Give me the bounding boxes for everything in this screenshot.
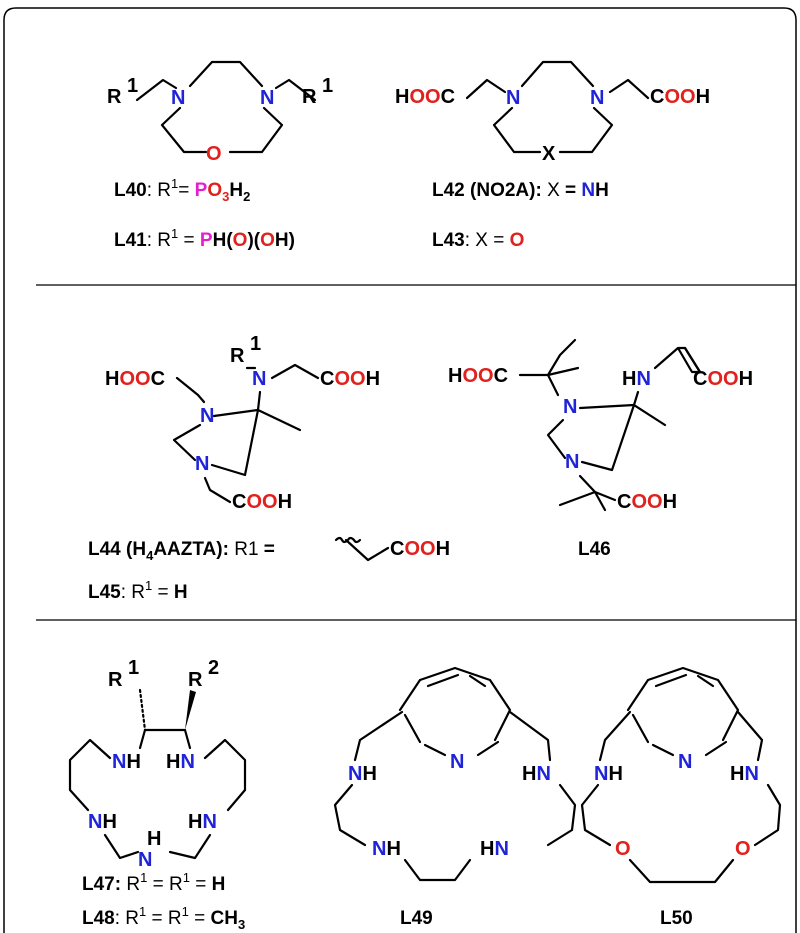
- cooh-top-left: HOOC: [105, 368, 165, 390]
- atom-n: N: [678, 751, 692, 773]
- atom-n: N: [260, 87, 274, 109]
- atom-nh-bottom: N: [138, 849, 152, 871]
- atom-n: N: [195, 453, 209, 475]
- atom-r-sup: 1: [127, 75, 138, 97]
- label-l49: L49: [400, 908, 433, 929]
- atom-nh: NH: [112, 751, 141, 773]
- atom-o: O: [735, 838, 751, 860]
- atom-r: R: [188, 669, 203, 691]
- structure-l47-l48: R 1 R 2 NH HN NH HN N H: [68, 657, 247, 871]
- structure-l46: HOOC N HN COOH N COOH: [448, 338, 753, 513]
- substituent-squiggle-chain: [334, 536, 390, 562]
- label-l40: L40: R1= PO3H2: [114, 176, 250, 204]
- atom-x: X: [542, 143, 556, 165]
- atom-n: N: [590, 87, 604, 109]
- atom-r: R: [302, 86, 317, 108]
- label-l43: L43: X = O: [432, 230, 524, 251]
- atom-n: N: [506, 87, 520, 109]
- label-l41: L41: R1 = PH(O)(OH): [114, 226, 295, 251]
- atom-r: R: [107, 86, 122, 108]
- structure-l40-l41: R 1 N N R 1 O: [107, 60, 333, 165]
- structure-l49: N NH HN NH HN: [333, 666, 577, 882]
- label-l42: L42 (NO2A): X = NH: [432, 180, 609, 201]
- atom-hn: HN: [522, 763, 551, 785]
- label-l44: L44 (H4AAZTA): R1 =: [88, 539, 275, 563]
- cooh-left: HOOC: [395, 86, 455, 108]
- atom-r: R: [108, 669, 123, 691]
- cooh-right: COOH: [650, 86, 710, 108]
- atom-hn: HN: [188, 811, 217, 833]
- atom-r-sup: 1: [250, 333, 261, 355]
- atom-hn: HN: [730, 763, 759, 785]
- label-l45: L45: R1 = H: [88, 578, 188, 603]
- atom-hn: HN: [622, 368, 651, 390]
- structure-l50: N NH HN O O: [580, 666, 782, 884]
- atom-nh: NH: [594, 763, 623, 785]
- atom-hn: HN: [166, 751, 195, 773]
- cooh-label: COOH: [390, 538, 450, 560]
- cooh-bottom: COOH: [617, 491, 677, 513]
- atom-r: R: [230, 345, 245, 367]
- atom-r-sup: 2: [208, 657, 219, 679]
- atom-o: O: [615, 838, 631, 860]
- figure-frame: [3, 7, 797, 933]
- cooh-bottom: COOH: [232, 491, 292, 513]
- atom-hn: HN: [480, 838, 509, 860]
- atom-n: N: [565, 451, 579, 473]
- cooh-top-right: COOH: [320, 368, 380, 390]
- structure-l44-l45: HOOC R 1 N COOH N N COOH: [105, 333, 380, 513]
- label-l46: L46: [578, 539, 611, 560]
- atom-nh: NH: [372, 838, 401, 860]
- atom-o: O: [206, 143, 222, 165]
- label-l50: L50: [660, 908, 693, 929]
- cooh-top-left: HOOC: [448, 365, 508, 387]
- cooh-top-right: COOH: [693, 368, 753, 390]
- label-l48: L48: R1 = R1 = CH3: [82, 904, 245, 932]
- structure-l42-l43: HOOC N N X COOH: [395, 60, 710, 165]
- atom-n: N: [450, 751, 464, 773]
- atom-h: H: [147, 828, 161, 850]
- atom-n: N: [200, 405, 214, 427]
- atom-nh: NH: [348, 763, 377, 785]
- atom-n: N: [563, 396, 577, 418]
- label-l47: L47: R1 = R1 = H: [82, 870, 225, 895]
- atom-r-sup: 1: [322, 75, 333, 97]
- atom-r-sup: 1: [128, 657, 139, 679]
- atom-n: N: [171, 87, 185, 109]
- atom-n: N: [252, 368, 266, 390]
- atom-nh: NH: [88, 811, 117, 833]
